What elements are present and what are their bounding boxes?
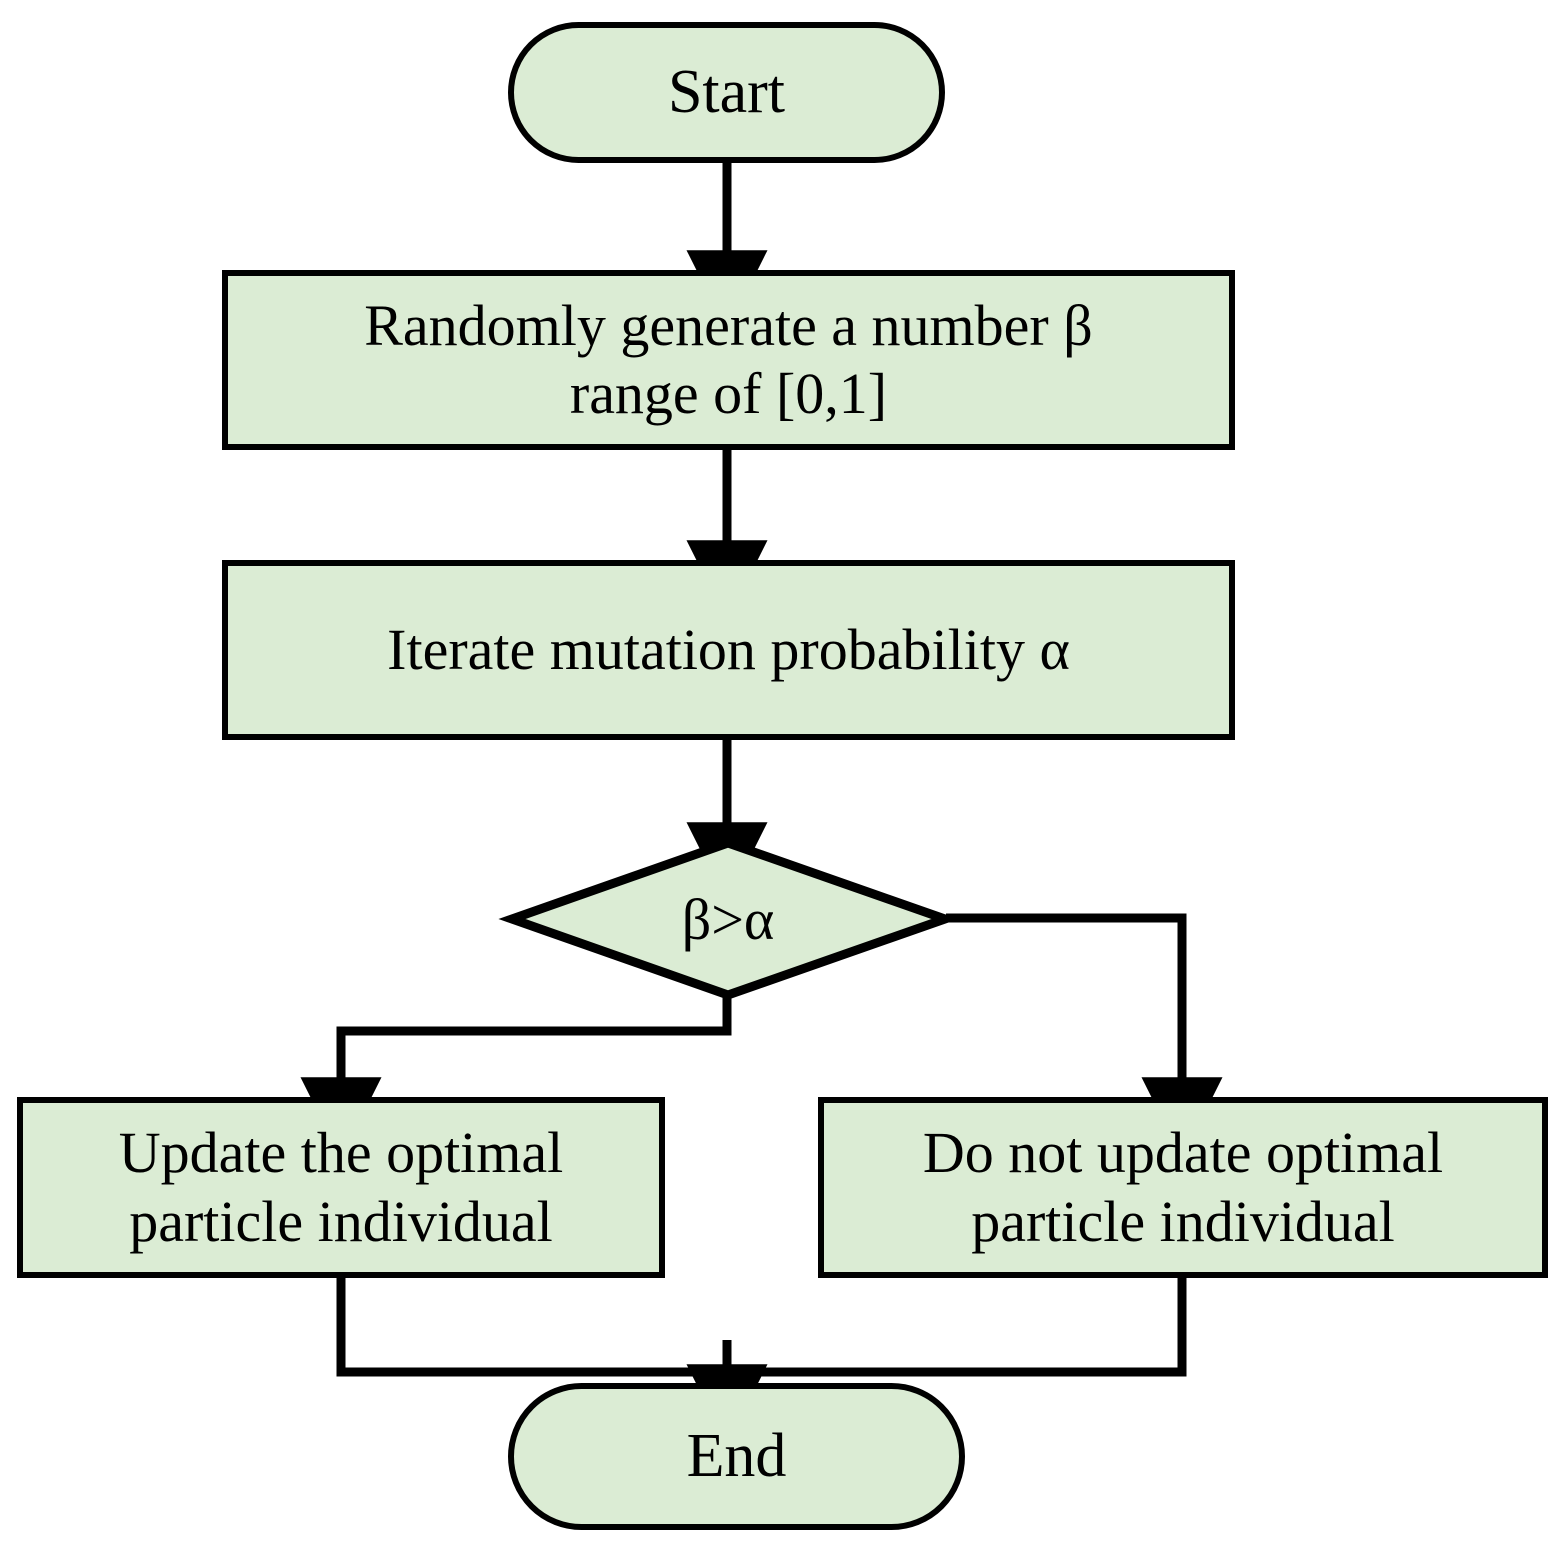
edge-decision-to-update xyxy=(300,996,732,1159)
edge-decision-to-noupdate xyxy=(946,913,1223,1159)
node-end[interactable]: End xyxy=(508,1383,965,1530)
edge-noupdate-to-end xyxy=(727,1278,1187,1377)
node-iterate-mutation-probability-label: Iterate mutation probability α xyxy=(387,616,1070,682)
node-end-label: End xyxy=(686,1421,787,1490)
node-iterate-mutation-probability[interactable]: Iterate mutation probability α xyxy=(222,560,1235,740)
decision-diamond-shape xyxy=(498,838,959,1000)
node-randomly-generate-label: Randomly generate a number β range of [0… xyxy=(364,292,1093,426)
node-decision-beta-gt-alpha[interactable]: β>α xyxy=(506,838,950,1000)
node-do-not-update-optimal-particle[interactable]: Do not update optimal particle individua… xyxy=(818,1097,1548,1278)
node-decision-beta-gt-alpha-label: β>α xyxy=(681,886,775,952)
node-randomly-generate[interactable]: Randomly generate a number β range of [0… xyxy=(222,270,1235,450)
node-do-not-update-optimal-particle-label: Do not update optimal particle individua… xyxy=(922,1120,1444,1254)
node-update-optimal-particle-label: Update the optimal particle individual xyxy=(118,1120,564,1254)
edge-update-to-end xyxy=(336,1278,727,1377)
node-start-label: Start xyxy=(667,57,786,126)
node-start[interactable]: Start xyxy=(508,22,945,163)
node-update-optimal-particle[interactable]: Update the optimal particle individual xyxy=(17,1097,665,1278)
